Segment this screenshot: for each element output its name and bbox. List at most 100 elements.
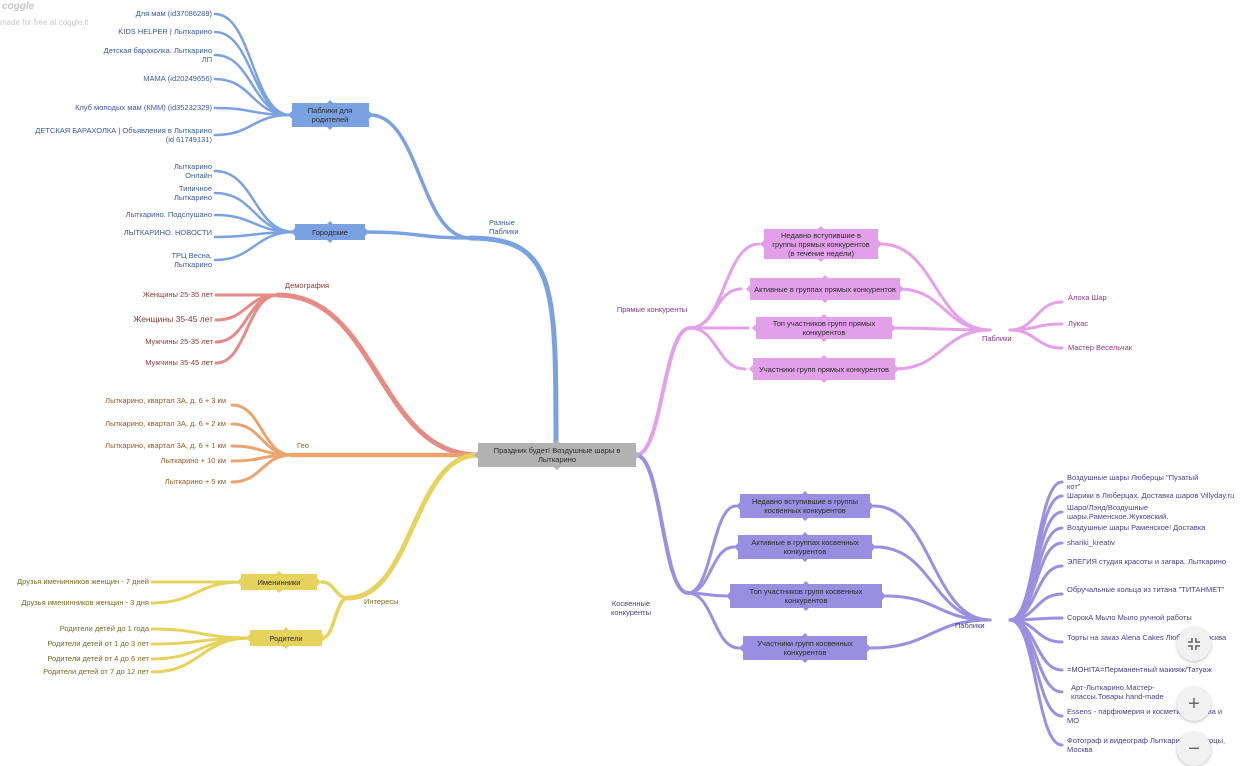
node-handle[interactable] bbox=[822, 300, 828, 303]
node-parents-publics[interactable]: Паблики для родителей bbox=[287, 100, 373, 130]
leaf-indirect-public[interactable]: ЭЛЕГИЯ студия красоты и загара. Лыткарин… bbox=[1067, 557, 1227, 566]
leaf-indirect-public[interactable]: Обручальные кольца из титана "ТИТАНМЕТ" bbox=[1067, 585, 1225, 594]
node-handle[interactable] bbox=[802, 518, 808, 521]
leaf-parents-public[interactable]: Детская барахолка. Лыткарино ЛП bbox=[103, 46, 212, 64]
edge-purple-hub bbox=[884, 594, 992, 622]
node-handle[interactable] bbox=[821, 314, 827, 317]
node-indirect-box[interactable]: Недавно вступившие в группы косвенных ко… bbox=[736, 491, 874, 521]
node-handle[interactable] bbox=[802, 491, 808, 494]
node-birthday[interactable]: Именинники bbox=[237, 571, 321, 593]
zoom-out-button[interactable]: − bbox=[1177, 732, 1211, 766]
hub-label-indirect-publics[interactable]: Паблики bbox=[955, 621, 985, 630]
leaf-birthday[interactable]: Друзья именинников женщин - 7 дней bbox=[17, 577, 149, 586]
leaf-indirect-public[interactable]: Фотограф и видеограф Лыткарино Люберцы, … bbox=[1067, 736, 1226, 754]
node-handle[interactable] bbox=[802, 660, 808, 663]
hub-label-direct-publics[interactable]: Паблики bbox=[982, 334, 1012, 343]
node-handle[interactable] bbox=[327, 100, 333, 103]
node-city-publics[interactable]: Городские bbox=[291, 221, 369, 243]
node-direct-box[interactable]: Участники групп прямых конкурентов bbox=[749, 355, 899, 383]
leaf-indirect-public[interactable]: shariki_kreativ bbox=[1067, 538, 1115, 547]
leaf-parents-public[interactable]: KIDS HELPER | Лыткарино bbox=[118, 27, 212, 36]
leaf-direct-public[interactable]: Лукас bbox=[1068, 319, 1089, 328]
node-handle[interactable] bbox=[802, 559, 808, 562]
leaf-indirect-public[interactable]: =MOHITA=Перманентный макияж/Татуаж bbox=[1067, 665, 1212, 674]
edge-pink-box bbox=[688, 287, 743, 330]
edge-blue-leaf bbox=[213, 12, 292, 117]
node-direct-box[interactable]: Топ участников групп прямых конкурентов bbox=[752, 314, 896, 342]
leaf-demography[interactable]: Женщины 25-35 лет bbox=[142, 290, 213, 299]
node-indirect-box[interactable]: Участники групп косвенных конкурентов bbox=[739, 633, 871, 663]
node-parents[interactable]: Родители bbox=[246, 627, 326, 649]
leaf-city-public[interactable]: Типичное Лыткарино bbox=[173, 184, 212, 202]
node-handle[interactable] bbox=[554, 467, 560, 470]
leaf-city-public[interactable]: Лыткарино Онлайн bbox=[173, 162, 212, 180]
leaf-indirect-public[interactable]: Торты на заказ Alena Cakes Люберцы Москв… bbox=[1067, 633, 1227, 642]
root-node[interactable]: Праздник будет! Воздушные шары в Лыткари… bbox=[474, 440, 640, 470]
zoom-in-button[interactable]: + bbox=[1177, 687, 1211, 721]
leaf-city-public[interactable]: ЛЫТКАРИНО. НОВОСТИ bbox=[123, 228, 212, 237]
node-direct-box-label: Топ участников групп прямых конкурентов bbox=[772, 319, 876, 337]
node-handle[interactable] bbox=[327, 240, 333, 243]
node-handle[interactable] bbox=[283, 646, 289, 649]
node-handle[interactable] bbox=[803, 608, 809, 611]
leaf-parents[interactable]: Родители детей до 1 года bbox=[59, 624, 149, 633]
edge-pink-leaf bbox=[1008, 328, 1064, 350]
node-handle[interactable] bbox=[818, 259, 824, 262]
leaf-indirect-public[interactable]: Воздушные шары Люберцы "Пузатый кот" bbox=[1067, 473, 1199, 491]
branch-label-demography[interactable]: Демография bbox=[285, 281, 330, 290]
leaf-parents-public[interactable]: Для мам (id37086289) bbox=[135, 9, 212, 18]
leaf-parents[interactable]: Родители детей от 1 до 3 лет bbox=[47, 639, 149, 648]
leaf-geo[interactable]: Лыткарино + 10 км bbox=[160, 456, 226, 465]
node-handle[interactable] bbox=[821, 355, 827, 358]
node-handle[interactable] bbox=[802, 532, 808, 535]
node-handle[interactable] bbox=[283, 627, 289, 630]
leaf-demography[interactable]: Мужчины 35-45 лет bbox=[145, 358, 213, 367]
leaf-direct-public[interactable]: Мастер Весельчак bbox=[1068, 343, 1133, 352]
leaf-geo[interactable]: Лыткарино, квартал 3А, д. 6 + 3 км bbox=[105, 396, 226, 405]
node-handle[interactable] bbox=[821, 339, 827, 342]
branch-label-direct[interactable]: Прямые конкуренты bbox=[616, 305, 688, 314]
collapse-button[interactable] bbox=[1177, 627, 1211, 661]
node-handle[interactable] bbox=[276, 590, 282, 593]
node-direct-box[interactable]: Активные в группах прямых конкурентов bbox=[746, 275, 904, 303]
leaf-city-public[interactable]: Лыткарино. Подслушано bbox=[125, 210, 212, 219]
node-direct-box[interactable]: Недавно вступившие в группы прямых конку… bbox=[760, 226, 882, 262]
leaf-parents-public[interactable]: Клуб молодых мам (КММ) (id35232329) bbox=[75, 103, 212, 112]
node-handle[interactable] bbox=[276, 571, 282, 574]
leaf-indirect-public[interactable]: СорокА Мыло Мыло ручной работы bbox=[1067, 613, 1192, 622]
node-indirect-box[interactable]: Топ участников групп косвенных конкурент… bbox=[726, 581, 886, 611]
node-handle[interactable] bbox=[821, 380, 827, 383]
leaf-parents[interactable]: Родители детей от 4 до 6 лет bbox=[47, 654, 149, 663]
leaf-demography[interactable]: Мужчины 25-35 лет bbox=[145, 337, 213, 346]
leaf-demography[interactable]: Женщины 35-45 лет bbox=[133, 314, 213, 324]
leaf-city-public[interactable]: ТРЦ Весна, Лыткарино bbox=[171, 251, 212, 269]
node-parents-publics-label: Паблики для родителей bbox=[307, 106, 353, 124]
node-handle[interactable] bbox=[802, 633, 808, 636]
leaf-geo[interactable]: Лыткарино, квартал 3А, д. 6 + 1 км bbox=[105, 441, 226, 450]
leaf-parents-public[interactable]: ДЕТСКАЯ БАРАХОЛКА | Объявления в Лыткари… bbox=[35, 126, 212, 144]
leaf-parents[interactable]: Родители детей от 7 до 12 лет bbox=[43, 667, 149, 676]
branch-label-interests[interactable]: Интересы bbox=[364, 597, 399, 606]
leaf-indirect-public[interactable]: Арт-Лыткарино.Мастер-классы.Товары hand-… bbox=[1071, 683, 1164, 701]
node-indirect-box[interactable]: Активные в группах косвенных конкурентов bbox=[734, 532, 876, 562]
node-handle[interactable] bbox=[818, 226, 824, 229]
node-handle[interactable] bbox=[803, 581, 809, 584]
leaf-parents-public[interactable]: МАМА (id20249656) bbox=[143, 74, 212, 83]
leaf-indirect-public[interactable]: Воздушные шары Раменское! Доставка bbox=[1067, 523, 1206, 532]
branch-label-publics[interactable]: Разные Паблики bbox=[489, 218, 519, 236]
leaf-indirect-public[interactable]: Шарики в Люберцах. Доставка шаров Villyd… bbox=[1067, 491, 1235, 500]
leaf-indirect-public[interactable]: Шаро/Лэнд/Воздушные шары.Раменское.Жуков… bbox=[1067, 503, 1169, 521]
node-handle[interactable] bbox=[327, 127, 333, 130]
leaf-birthday[interactable]: Друзья именинников женщин - 3 дня bbox=[21, 598, 149, 607]
leaf-direct-public[interactable]: Алоха Шар bbox=[1068, 293, 1107, 302]
node-handle[interactable] bbox=[554, 440, 560, 443]
branch-label-geo[interactable]: Гео bbox=[297, 441, 309, 450]
edge-pink-box bbox=[688, 326, 747, 371]
leaf-indirect-public[interactable]: Essens - парфюмерия и косметика Москва и… bbox=[1067, 707, 1223, 725]
branch-label-indirect[interactable]: Косвенные конкуренты bbox=[610, 599, 652, 617]
leaf-geo[interactable]: Лыткарино, квартал 3А, д. 6 + 2 км bbox=[105, 419, 226, 428]
node-handle[interactable] bbox=[822, 275, 828, 278]
leaf-geo[interactable]: Лыткарино + 5 км bbox=[164, 477, 226, 486]
node-handle[interactable] bbox=[327, 221, 333, 224]
